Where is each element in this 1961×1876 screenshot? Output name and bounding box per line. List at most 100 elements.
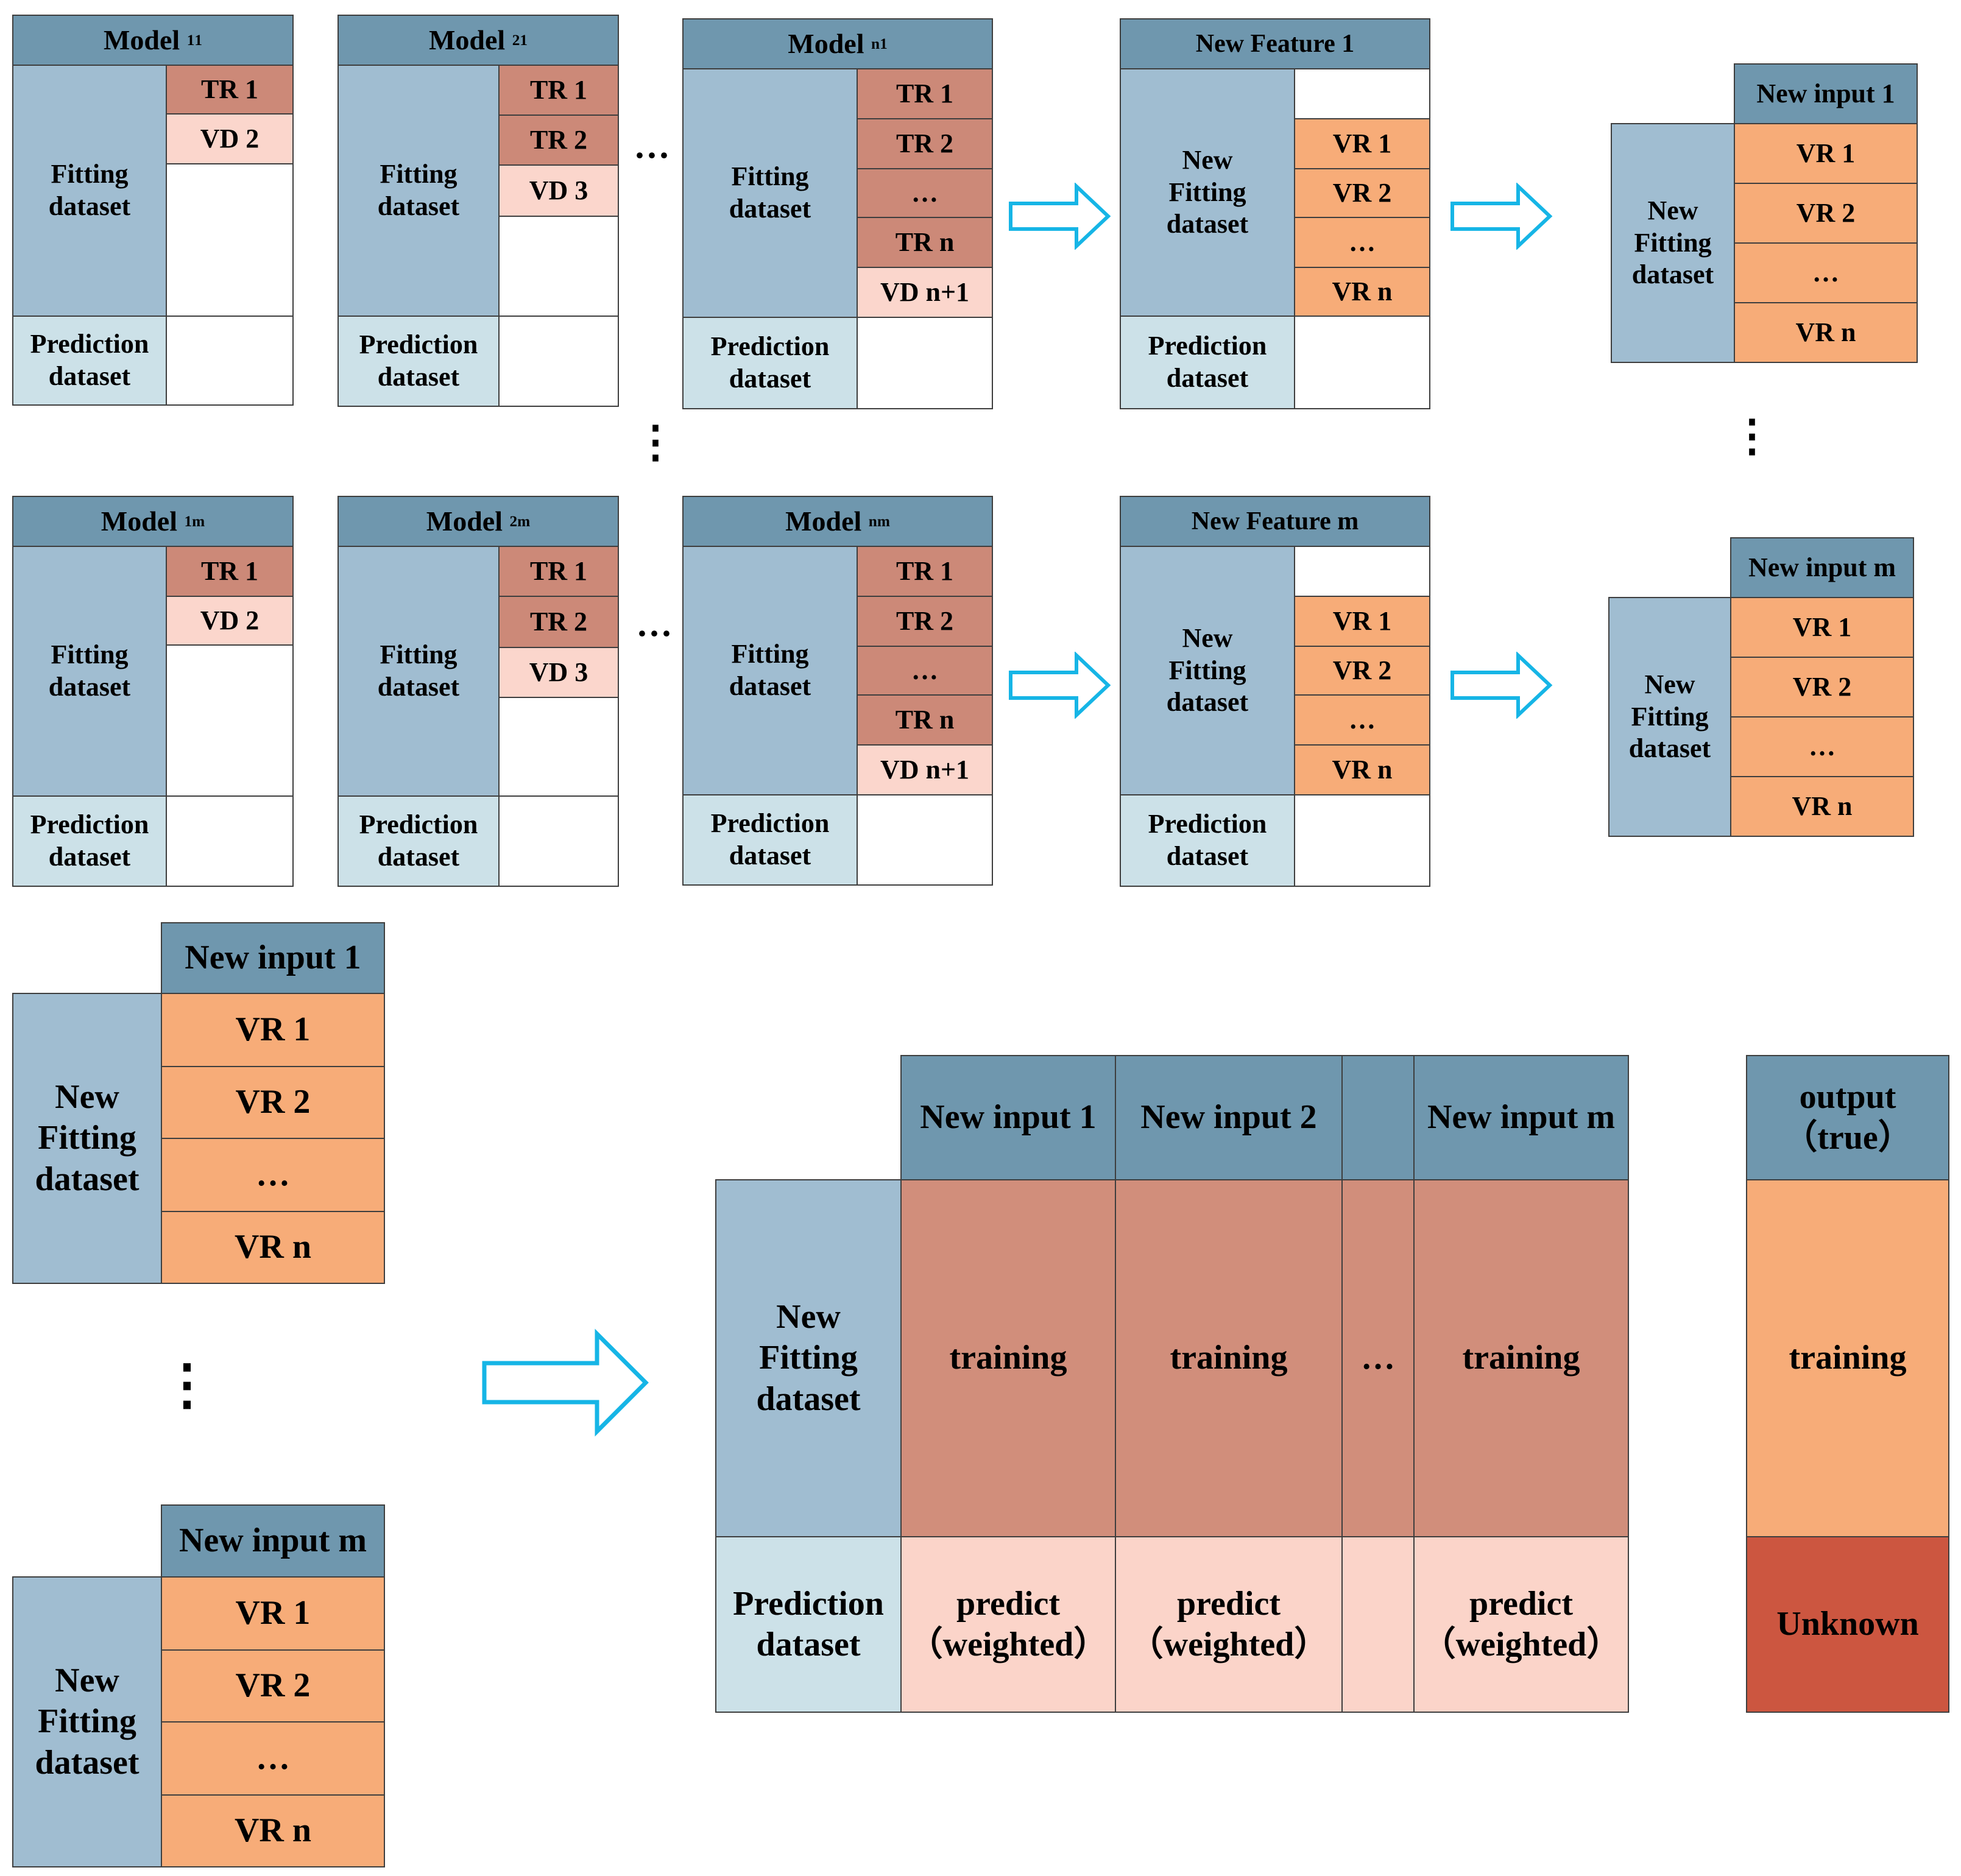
training-cell: training	[1413, 1179, 1629, 1537]
vr-cell: VR 1	[1734, 123, 1918, 184]
vr-cell: VR n	[1734, 302, 1918, 363]
model-label: Model	[103, 24, 180, 56]
arrow-right-icon	[1450, 652, 1553, 719]
tr-cell: TR 1	[857, 546, 993, 597]
arrow-right-icon	[1450, 183, 1553, 250]
tr-cell: TR 1	[166, 65, 294, 115]
new-input-header: New input 1	[161, 922, 385, 994]
vr-cell: VR 1	[1730, 597, 1914, 658]
vr-cell: …	[161, 1138, 385, 1212]
prediction-dataset: Prediction dataset	[12, 795, 167, 887]
final-column-header: New input 1	[900, 1055, 1116, 1180]
empty-cell	[1294, 546, 1430, 597]
horizontal-ellipsis: ···	[633, 135, 671, 175]
final-column-header: New input m	[1413, 1055, 1629, 1180]
vr-cell: …	[161, 1721, 385, 1796]
new-input-header: New input m	[161, 1504, 385, 1578]
new-fitting-dataset: New Fitting dataset	[1120, 546, 1295, 795]
vd-cell: VD 2	[166, 113, 294, 164]
new-input-header: New input 1	[1734, 63, 1918, 124]
tr-cell: TR 1	[498, 65, 619, 116]
model-sup: 2	[509, 512, 518, 530]
empty-cell	[166, 163, 294, 317]
model-sub: 1	[194, 31, 202, 49]
model-sup: n	[871, 35, 880, 52]
empty-cell	[166, 316, 294, 406]
new-fitting-dataset: New Fitting dataset	[1120, 68, 1295, 317]
final-column-header	[1341, 1055, 1415, 1180]
vr-cell: VR n	[1730, 776, 1914, 837]
empty-cell	[498, 697, 619, 797]
empty-cell	[1294, 316, 1430, 409]
fitting-dataset: Fitting dataset	[682, 546, 858, 795]
model-sup: n	[868, 512, 877, 530]
arrow-right-icon	[1009, 652, 1111, 719]
tr-cell: TR 2	[498, 596, 619, 648]
training-cell: …	[1341, 1179, 1415, 1537]
model-label: Model	[428, 24, 506, 56]
vr-cell: VR 2	[1734, 183, 1918, 244]
arrow-right-icon	[482, 1328, 649, 1437]
empty-cell	[498, 795, 619, 887]
vr-cell: …	[1294, 694, 1430, 746]
new-fitting-dataset: New Fitting dataset	[715, 1179, 902, 1537]
tr-cell: TR 1	[166, 546, 294, 597]
vr-cell: VR 1	[1294, 118, 1430, 169]
model-label: Model	[426, 506, 503, 537]
tr-cell: TR 2	[857, 118, 993, 169]
vd-cell: VD 2	[166, 596, 294, 646]
tr-cell: TR n	[857, 217, 993, 268]
fitting-dataset: Fitting dataset	[682, 68, 858, 318]
empty-cell	[1294, 794, 1430, 887]
prediction-dataset: Prediction dataset	[337, 795, 500, 887]
horizontal-ellipsis: ···	[635, 613, 673, 654]
fitting-dataset: Fitting dataset	[12, 546, 167, 797]
predict-cell: predict （weighted）	[1413, 1536, 1629, 1713]
tr-cell: TR 2	[498, 115, 619, 166]
tr-cell: TR n	[857, 694, 993, 746]
prediction-dataset: Prediction dataset	[12, 316, 167, 406]
predict-cell: predict （weighted）	[1115, 1536, 1343, 1713]
new-fitting-dataset: New Fitting dataset	[12, 993, 162, 1284]
vr-cell: VR n	[1294, 744, 1430, 795]
model-sub: 1	[520, 31, 528, 49]
new-fitting-dataset: New Fitting dataset	[1611, 123, 1735, 363]
vr-cell: VR n	[161, 1211, 385, 1284]
vd-cell: VD 3	[498, 164, 619, 217]
vr-cell: VR 1	[1294, 596, 1430, 647]
prediction-dataset: Prediction dataset	[1120, 316, 1295, 409]
training-cell: training	[1115, 1179, 1343, 1537]
vd-cell: VD n+1	[857, 744, 993, 795]
empty-cell	[498, 216, 619, 317]
prediction-dataset: Prediction dataset	[337, 316, 500, 407]
vr-cell: …	[1294, 217, 1430, 268]
vr-cell: VR 2	[1294, 646, 1430, 696]
model-sup: 1	[184, 512, 193, 530]
empty-cell	[857, 794, 993, 886]
output-header: output （true）	[1746, 1055, 1949, 1180]
training-cell: training	[900, 1179, 1116, 1537]
vr-cell: VR n	[1294, 267, 1430, 317]
prediction-dataset: Prediction dataset	[682, 794, 858, 886]
fitting-dataset: Fitting dataset	[12, 65, 167, 317]
output-unknown-cell: Unknown	[1746, 1536, 1949, 1713]
vr-cell: VR n	[161, 1794, 385, 1867]
vertical-ellipsis: ⋮	[1730, 412, 1774, 460]
tr-cell: TR 2	[857, 596, 993, 647]
new-fitting-dataset: New Fitting dataset	[1608, 597, 1731, 837]
vr-cell: …	[1730, 716, 1914, 777]
fitting-dataset: Fitting dataset	[337, 65, 500, 317]
empty-cell	[498, 316, 619, 407]
vr-cell: VR 2	[1294, 168, 1430, 218]
arrow-right-icon	[1009, 183, 1111, 250]
prediction-dataset: Prediction dataset	[1120, 794, 1295, 887]
model-sub: m	[517, 512, 531, 530]
empty-cell	[1294, 68, 1430, 119]
vr-cell: VR 2	[161, 1066, 385, 1139]
